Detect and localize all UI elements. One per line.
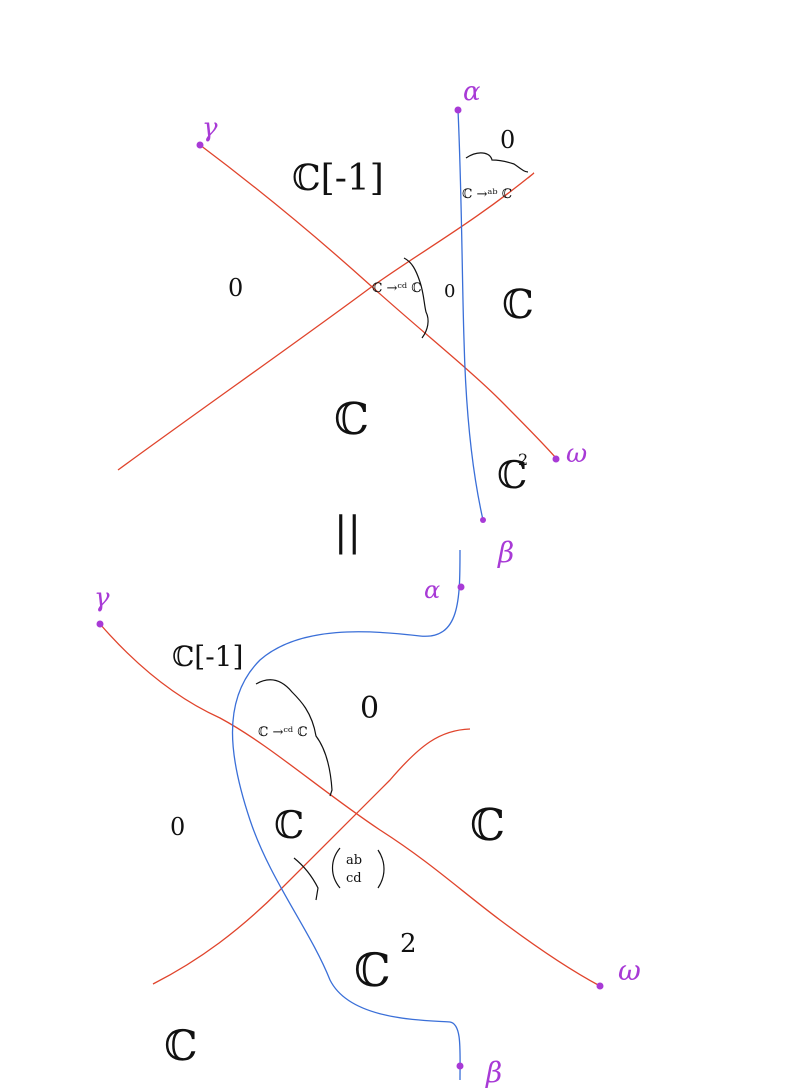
top-label-omega: ω [566, 439, 587, 469]
bottom-label-gamma: γ [94, 583, 110, 613]
top-region-c-shift: ℂ[-1] [292, 158, 384, 199]
top-endpoint-alpha-dot [454, 106, 462, 114]
bottom-label-omega: ω [618, 954, 641, 987]
top-region-zero-right: 0 [500, 126, 515, 154]
bottom-region-c-squared: ℂ [354, 943, 391, 997]
top-region-c-squared: ℂ [497, 453, 527, 497]
bottom-brace-matrix [293, 857, 319, 901]
bottom-region-c-right: ℂ [470, 800, 505, 851]
bottom-map-upper: ℂ →ᶜᵈ ℂ [258, 725, 308, 740]
bottom-endpoint-gamma-dot [96, 620, 104, 628]
top-label-gamma: γ [202, 113, 218, 143]
top-map-center: ℂ →ᶜᵈ ℂ [372, 281, 422, 296]
bottom-region-c-bottom: ℂ [164, 1021, 197, 1070]
top-region-c-right: ℂ [502, 282, 534, 328]
top-label-alpha: α [463, 77, 481, 107]
top-endpoint-beta-dot [480, 517, 486, 523]
bottom-region-c-shift: ℂ[-1] [172, 640, 243, 673]
top-region-c-bottom: ℂ [334, 394, 369, 445]
bottom-matrix-bottom-row: cd [346, 871, 362, 886]
top-region-c-squared-exp: 2 [518, 450, 528, 469]
top-brace-upper [465, 152, 529, 173]
top-diagram: γ α ω β ℂ[-1] 0 0 0 ℂ ℂ ℂ 2 ℂ →ᵃᵇ ℂ ℂ →ᶜ… [117, 77, 587, 569]
top-endpoint-omega-dot [552, 455, 560, 463]
bottom-endpoint-omega-dot [596, 982, 604, 990]
equals-sign: || [334, 509, 361, 555]
bottom-blue-curve-alpha-beta [231, 549, 461, 1081]
bottom-endpoint-beta-dot [456, 1062, 464, 1070]
top-map-upper: ℂ →ᵃᵇ ℂ [462, 187, 512, 202]
bottom-region-c-squared-exp: 2 [400, 929, 417, 959]
bottom-matrix-top-row: ab [346, 853, 362, 868]
bottom-label-alpha: α [424, 576, 440, 604]
top-brace-center [403, 257, 429, 339]
bottom-red-curve-gamma-omega [99, 623, 601, 987]
top-label-beta: β [497, 536, 514, 569]
top-red-curve-gamma-omega [199, 144, 557, 459]
bottom-region-zero-top: 0 [360, 691, 379, 726]
top-endpoint-gamma-dot [196, 141, 204, 149]
bottom-red-curve-diagonal [152, 728, 471, 985]
top-red-curve-diagonal [117, 172, 535, 471]
bottom-matrix-right-paren [377, 849, 385, 889]
bottom-region-c-mid: ℂ [274, 803, 304, 847]
bottom-label-beta: β [485, 1056, 502, 1089]
bottom-endpoint-alpha-dot [457, 583, 465, 591]
bottom-brace-upper [255, 679, 333, 797]
top-region-zero-left: 0 [228, 274, 243, 302]
bottom-diagram: γ α ω β ℂ[-1] 0 0 ℂ ℂ ℂ 2 ℂ ℂ →ᶜᵈ ℂ ab c… [94, 549, 641, 1089]
bottom-matrix-left-paren [331, 847, 341, 889]
top-region-zero-center: 0 [444, 281, 455, 302]
bottom-region-zero-left: 0 [170, 813, 185, 841]
top-blue-curve-alpha-beta [457, 109, 484, 521]
